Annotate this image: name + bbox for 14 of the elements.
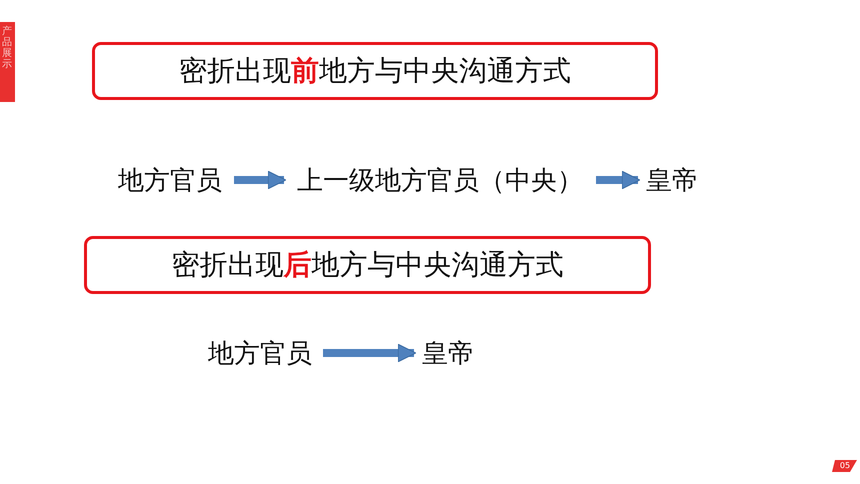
arrow bbox=[596, 170, 640, 190]
text-label: 上一级地方官员（中央） bbox=[288, 162, 592, 198]
arrow bbox=[234, 170, 286, 190]
page-number: 05 bbox=[838, 461, 852, 470]
text-label: 皇帝 bbox=[418, 335, 478, 371]
text-label: 皇帝 bbox=[642, 162, 702, 198]
title-box bbox=[92, 42, 658, 100]
text-label: 地方官员 bbox=[201, 335, 319, 371]
title-text: 密折出现前地方与中央沟通方式 bbox=[179, 53, 571, 89]
side-tab-text: 产品展示 bbox=[2, 26, 12, 70]
text-label: 地方官员 bbox=[110, 162, 230, 198]
title-box bbox=[84, 236, 651, 294]
title-text: 密折出现后地方与中央沟通方式 bbox=[172, 247, 564, 283]
arrow bbox=[323, 344, 416, 362]
